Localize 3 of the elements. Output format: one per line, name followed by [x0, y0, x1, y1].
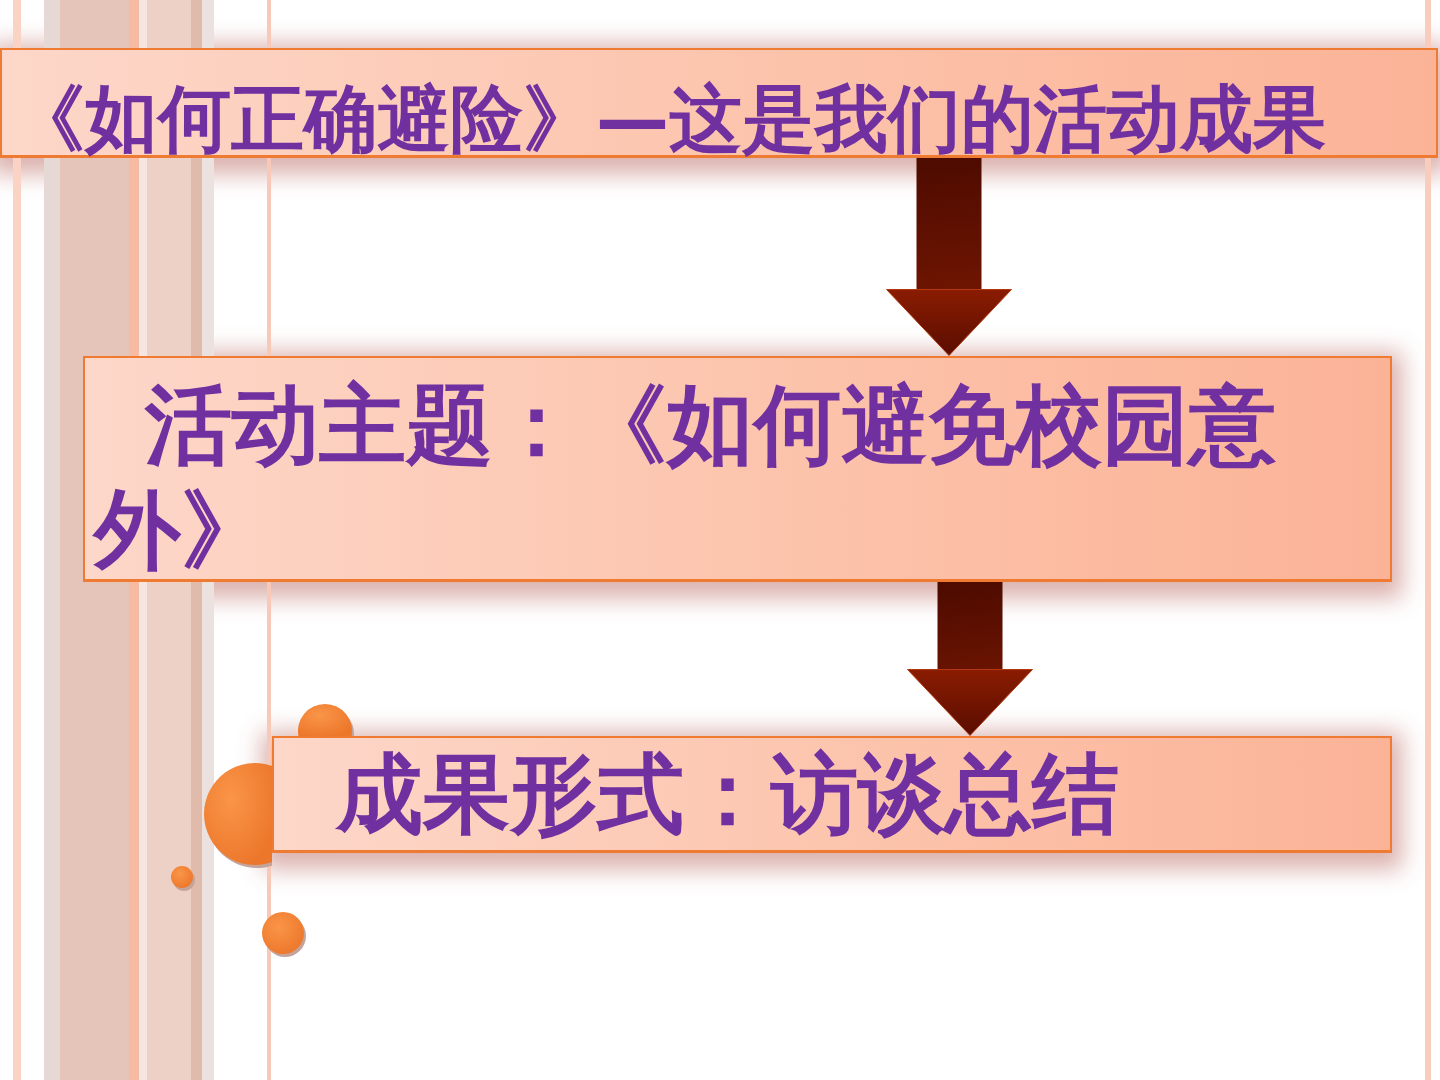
arrow [907, 582, 1033, 736]
arrow [886, 158, 1012, 356]
banner-box: 活动主题：《如何避免校园意外》 [83, 356, 1392, 582]
